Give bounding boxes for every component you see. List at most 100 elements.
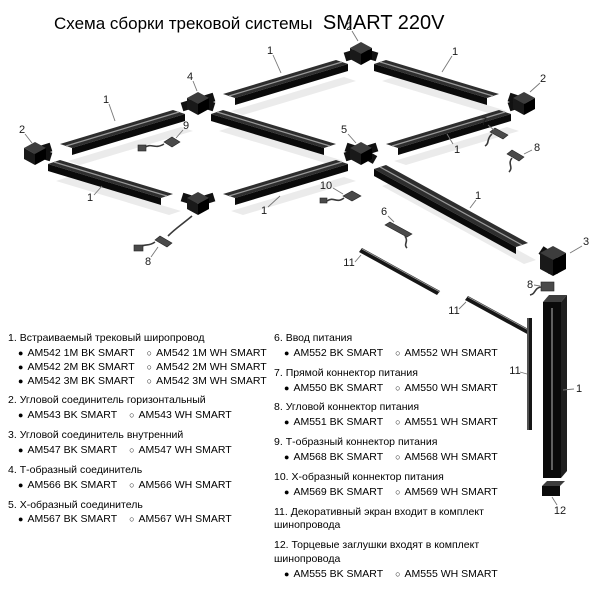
corner-connector	[187, 192, 209, 215]
legend-item-corner: 2. Угловой соединитель горизонтальный ● …	[8, 394, 258, 423]
legend-item-corner-power: 8. Угловой коннектор питания ● AM551 BK …	[274, 401, 512, 430]
bk-bullet: ●	[18, 347, 24, 358]
x-connector	[350, 142, 372, 165]
legend-item-inner-corner: 3. Угловой соединитель внутренний ● AM54…	[8, 429, 258, 458]
item-number: 2.	[8, 394, 17, 407]
wh-bullet: ○	[129, 410, 135, 421]
legend-item-title: 10. Х-образный коннектор питания	[274, 471, 512, 485]
callout-corner-power: 8	[145, 256, 151, 268]
item-label: Угловой соединитель горизонтальный	[19, 394, 206, 407]
legend-item-t-power: 9. Т-образный коннектор питания ● AM568 …	[274, 436, 512, 465]
callout-power-input: 6	[381, 206, 387, 218]
legend-item-title: 2. Угловой соединитель горизонтальный	[8, 394, 258, 408]
item-number: 3.	[8, 429, 17, 442]
product-code-bk: AM552 BK SMART	[293, 346, 384, 359]
product-code-wh: AM542 3M WH SMART	[156, 374, 267, 387]
title-brand: SMART 220V	[322, 12, 445, 34]
item-label: Декоративный экран входит в комплект шин…	[274, 505, 484, 532]
track-segment-wall	[543, 295, 567, 478]
wh-bullet: ○	[129, 514, 135, 525]
bk-bullet: ●	[284, 569, 290, 580]
t-connector	[187, 92, 209, 115]
callout-screen: 11	[448, 305, 459, 317]
legend-item-track: 1. Встраиваемый трековый широпровод ● AM…	[8, 332, 267, 388]
wh-bullet: ○	[395, 417, 401, 428]
legend-column-2: 6. Ввод питания ● AM552 BK SMART ○ AM552…	[274, 332, 512, 588]
page-title: Схема сборки трековой системы SMART 220V	[54, 12, 444, 35]
track-segment	[374, 60, 499, 105]
item-label: Т-образный соединитель	[19, 463, 143, 476]
callout-corner: 2	[540, 73, 546, 85]
item-label: Ввод питания	[285, 332, 353, 344]
legend-item-t-connector: 4. Т-образный соединитель ● AM566 BK SMA…	[8, 464, 258, 493]
callout-straight-power: 7	[481, 116, 487, 128]
wh-bullet: ○	[395, 347, 401, 358]
callout-inner-corner: 3	[583, 236, 589, 248]
item-number: 5.	[8, 498, 17, 511]
legend-item-power-input: 6. Ввод питания ● AM552 BK SMART ○ AM552…	[274, 332, 512, 361]
item-number: 11.	[274, 505, 288, 518]
title-text: Схема сборки трековой системы	[54, 14, 313, 33]
track-segment	[223, 160, 348, 205]
bk-bullet: ●	[18, 361, 24, 372]
item-label: Угловой коннектор питания	[285, 401, 420, 414]
decorative-screen	[465, 296, 533, 335]
track-segment	[386, 110, 511, 155]
item-label: Торцевые заглушки входят в комплект шино…	[274, 539, 480, 566]
product-code-bk: AM547 BK SMART	[27, 444, 118, 457]
variant-row: ● AM552 BK SMART ○ AM552 WH SMART	[274, 347, 512, 361]
callout-screen: 11	[509, 365, 520, 377]
variant-row: ● AM568 BK SMART ○ AM568 WH SMART	[274, 451, 512, 465]
item-label: Т-образный коннектор питания	[285, 436, 438, 449]
variant-row: ● AM569 BK SMART ○ AM569 WH SMART	[274, 486, 512, 500]
item-label: Х-образный соединитель	[19, 498, 143, 511]
bk-bullet: ●	[284, 486, 290, 497]
corner-connector	[513, 92, 535, 115]
product-code-bk: AM555 BK SMART	[293, 568, 384, 581]
legend-item-title: 7. Прямой коннектор питания	[274, 367, 512, 381]
product-code-bk: AM566 BK SMART	[27, 478, 118, 491]
callout-track: 1	[261, 205, 267, 217]
corner-power-connector	[133, 215, 193, 252]
callout-t-connector: 4	[187, 71, 193, 83]
corner-connector	[24, 142, 46, 165]
corner-connector	[350, 42, 372, 65]
item-number: 4.	[8, 463, 17, 476]
callout-x-connector: 5	[341, 124, 347, 136]
product-code-wh: AM567 WH SMART	[138, 513, 232, 526]
end-cap	[542, 481, 565, 496]
legend-item-straight-power: 7. Прямой коннектор питания ● AM550 BK S…	[274, 367, 512, 396]
item-number: 7.	[274, 366, 283, 379]
variant-row: ● AM547 BK SMART ○ AM547 WH SMART	[8, 444, 258, 458]
decorative-screen	[359, 248, 441, 295]
callout-corner-power: 8	[527, 279, 533, 291]
product-code-bk: AM568 BK SMART	[293, 451, 384, 464]
callout-track: 1	[475, 190, 481, 202]
product-code-wh: AM566 WH SMART	[138, 478, 232, 491]
legend-item-title: 3. Угловой соединитель внутренний	[8, 429, 258, 443]
variant-row: ● AM550 BK SMART ○ AM550 WH SMART	[274, 382, 512, 396]
product-code-wh: AM555 WH SMART	[404, 568, 498, 581]
product-code-bk: AM543 BK SMART	[27, 409, 118, 422]
callout-track: 1	[454, 144, 460, 156]
bk-bullet: ●	[18, 410, 24, 421]
product-code-bk: AM542 2M BK SMART	[27, 360, 135, 373]
callout-corner-power: 8	[534, 142, 540, 154]
item-label: Встраиваемый трековый широпровод	[19, 332, 205, 344]
callout-track: 1	[576, 383, 582, 395]
wh-bullet: ○	[129, 445, 135, 456]
bk-bullet: ●	[18, 479, 24, 490]
wh-bullet: ○	[395, 452, 401, 463]
item-number: 8.	[274, 401, 283, 414]
callout-corner: 2	[346, 21, 352, 33]
callout-track: 1	[452, 46, 458, 58]
track-segment	[374, 165, 528, 254]
product-code-wh: AM551 WH SMART	[404, 416, 498, 429]
track-segment	[223, 60, 348, 105]
legend-item-title: 4. Т-образный соединитель	[8, 464, 258, 478]
t-power-connector	[137, 136, 181, 152]
callouts: 2 1 4 9 1 2 1 2 1 5 10 1 1 8	[19, 21, 589, 517]
product-code-bk: AM542 3M BK SMART	[27, 374, 135, 387]
